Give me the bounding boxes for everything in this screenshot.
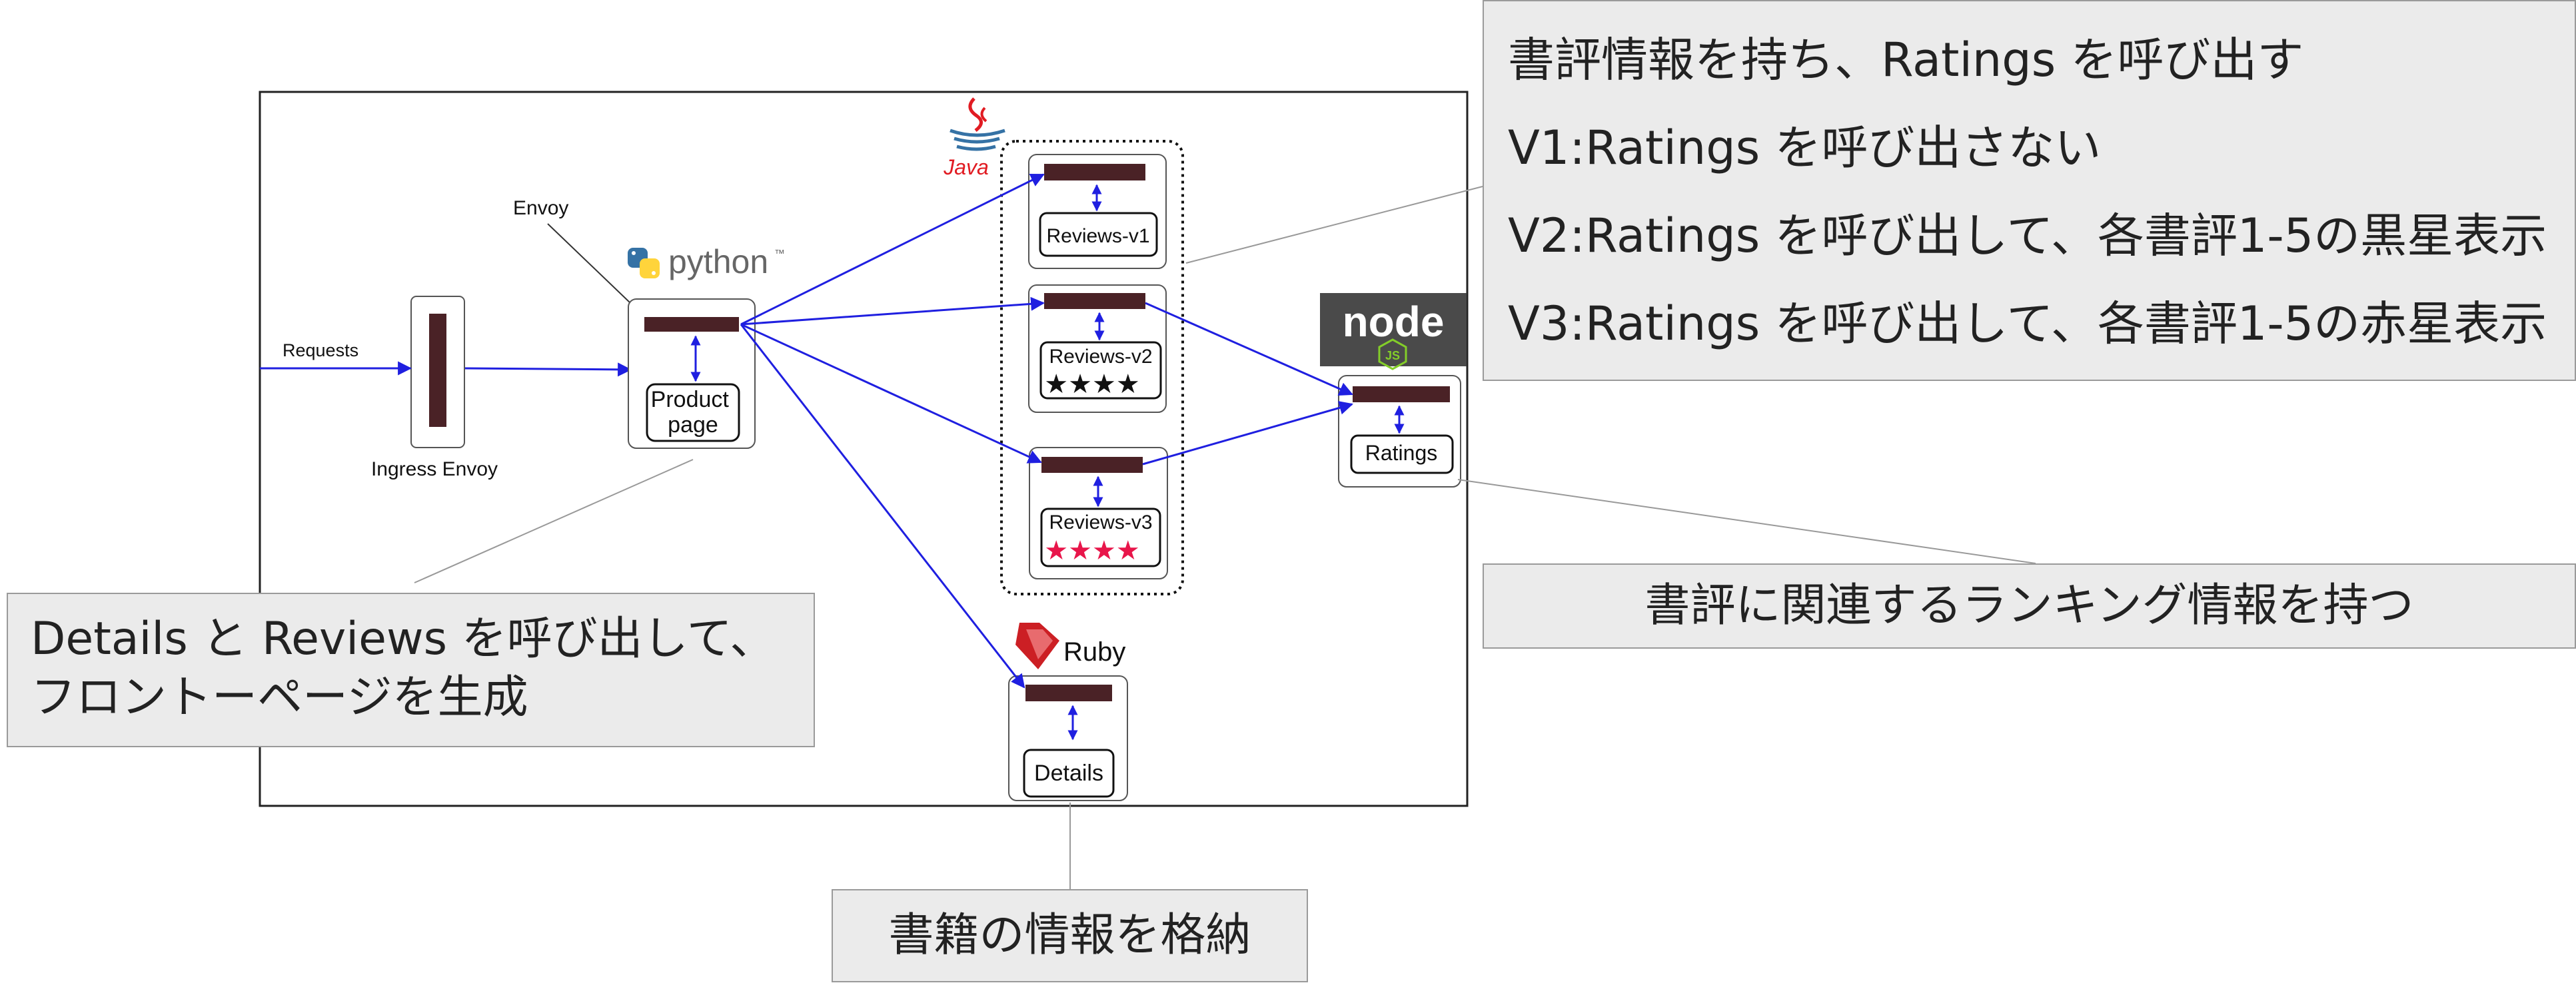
details-proxy-bar — [1025, 685, 1112, 701]
ingress-envoy-label: Ingress Envoy — [371, 458, 498, 480]
productpage-label-line2: page — [668, 412, 718, 438]
ruby-icon — [1015, 623, 1059, 669]
python-label: python — [668, 243, 768, 280]
ratings-proxy-bar — [1353, 386, 1450, 402]
productpage-callout: Details と Reviews を呼び出して、 フロントーページを生成 — [7, 593, 815, 747]
java-label: Java — [943, 155, 989, 179]
productpage-to-reviews-v2-arrow — [740, 296, 1045, 326]
reviews-v3-stars: ★★★★ — [1044, 535, 1139, 566]
reviews-v3-proxy-bar — [1041, 457, 1143, 473]
ingress-to-productpage-arrow — [464, 362, 632, 377]
nodejs-label: node — [1343, 298, 1445, 346]
productpage-label-line1: Product — [651, 387, 730, 412]
envoy-label: Envoy — [513, 197, 568, 219]
ratings-callout-leader — [1457, 479, 2036, 564]
requests-label: Requests — [283, 340, 358, 360]
details-box — [1023, 749, 1115, 798]
reviews-callout-line: 書評情報を持ち、Ratings を呼び出す — [1508, 33, 2304, 87]
productpage-to-details-arrow — [740, 324, 1025, 689]
ruby-label: Ruby — [1063, 637, 1125, 667]
reviews-v3-label: Reviews-v3 — [1049, 511, 1152, 533]
details-label: Details — [1034, 761, 1103, 786]
productpage-box — [646, 383, 740, 442]
details-callout: 書籍の情報を格納 — [832, 889, 1308, 982]
productpage-to-reviews-v1-arrow — [740, 173, 1045, 326]
productpage-proxy-bar — [644, 317, 739, 332]
reviews-v1-label: Reviews-v1 — [1046, 225, 1149, 247]
reviews-v3-to-ratings-arrow — [1142, 401, 1354, 466]
reviews-v2-label: Reviews-v2 — [1049, 346, 1152, 368]
reviews-v3-box — [1040, 507, 1161, 567]
python-icon — [628, 248, 660, 278]
reviews-callout-line: V3:Ratings を呼び出して、各書評1-5の赤星表示 — [1508, 296, 2547, 351]
reviews-group — [1000, 140, 1184, 595]
productpage-callout-line: Details と Reviews を呼び出して、 — [31, 613, 776, 665]
productpage-to-reviews-v3-arrow — [740, 323, 1042, 464]
reviews-v2-to-ratings-arrow — [1145, 302, 1353, 396]
reviews-callout-leader — [1185, 186, 1483, 264]
reviews-v1-proxy-bar — [1044, 164, 1145, 180]
ratings-label: Ratings — [1365, 441, 1438, 465]
reviews-v2-stars: ★★★★ — [1044, 369, 1139, 400]
reviews-v2-proxy-bar — [1044, 293, 1145, 309]
python-tm: ™ — [774, 248, 785, 260]
ratings-box — [1350, 434, 1454, 474]
productpage-callout-leader — [414, 459, 694, 583]
reviews-callout-line: V2:Ratings を呼び出して、各書評1-5の黒星表示 — [1508, 208, 2547, 263]
nodejs-js-label: JS — [1385, 349, 1400, 362]
reviews-v2-box — [1039, 341, 1162, 400]
ingress-envoy-bar — [429, 314, 446, 427]
mesh-boundary — [259, 91, 1469, 807]
java-icon — [950, 97, 1005, 151]
productpage-label: Product page — [651, 387, 736, 438]
reviews-v1-box — [1039, 212, 1158, 257]
nodejs-icon: JS — [1320, 293, 1467, 370]
reviews-callout: 書評情報を持ち、Ratings を呼び出す V1:Ratings を呼び出さない… — [1483, 0, 2576, 381]
reviews-callout-line: V1:Ratings を呼び出さない — [1508, 121, 2102, 175]
productpage-callout-line: フロントーページを生成 — [31, 671, 528, 724]
ratings-callout: 書評に関連するランキング情報を持つ — [1483, 563, 2576, 649]
